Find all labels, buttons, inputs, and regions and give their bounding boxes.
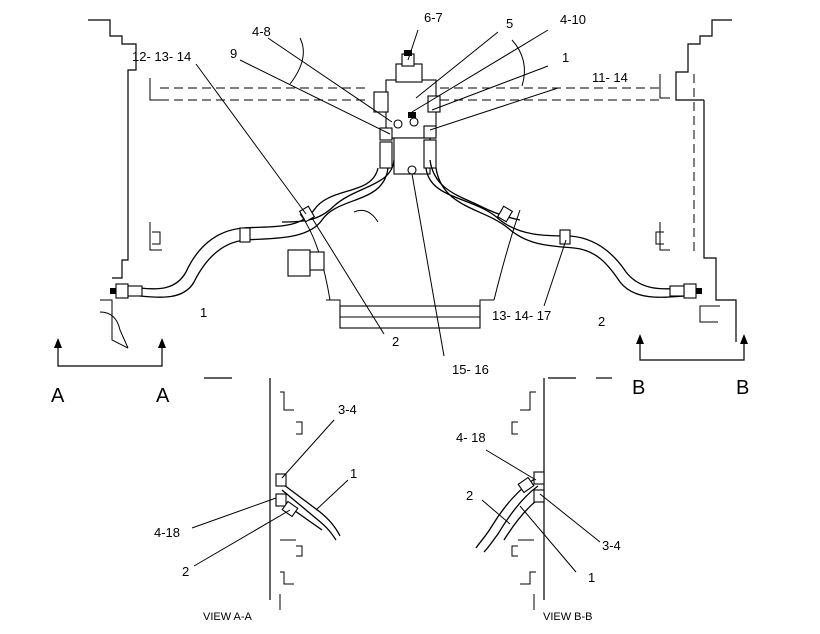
callout-1-view-a: 1 [350, 466, 357, 481]
callout-2-view-b: 2 [466, 488, 473, 503]
section-label-b-right: B [736, 377, 749, 399]
right-frame-outline [655, 19, 737, 342]
callout-6-7: 6-7 [424, 10, 443, 25]
leader-lines-main [195, 29, 567, 357]
view-b-b-drawing [475, 377, 612, 610]
left-hose-assembly [110, 159, 395, 299]
callout-2-right: 2 [598, 314, 605, 329]
callout-2-center: 2 [392, 334, 399, 349]
section-marker-a [54, 338, 166, 367]
valve-block [373, 50, 441, 175]
section-label-a-right: A [156, 385, 170, 407]
callout-3-4-view-a: 3-4 [338, 402, 357, 417]
cross-member [160, 37, 660, 101]
callout-3-4-view-b: 3-4 [602, 538, 621, 553]
callout-11-14: 11- 14 [592, 70, 628, 85]
callout-12-13-14: 12- 13- 14 [132, 49, 191, 64]
callout-4-18-view-b: 4- 18 [456, 430, 486, 445]
view-a-a-drawing [191, 377, 349, 610]
callout-4-10: 4-10 [560, 12, 586, 27]
section-label-b-left: B [632, 377, 645, 399]
view-b-b-caption: VIEW B-B [543, 611, 593, 623]
callout-9: 9 [230, 46, 237, 61]
callout-2-view-a: 2 [182, 564, 189, 579]
callout-1-left: 1 [200, 305, 207, 320]
callout-1-top: 1 [562, 50, 569, 65]
callout-15-16: 15- 16 [452, 362, 489, 377]
callout-4-8: 4-8 [252, 24, 271, 39]
right-hose-assembly [425, 159, 702, 299]
callout-4-18-view-a: 4-18 [154, 525, 180, 540]
lower-axle-bracket [287, 209, 521, 329]
callout-1-view-b: 1 [588, 570, 595, 585]
section-label-a-left: A [51, 385, 65, 407]
view-a-a-caption: VIEW A-A [203, 611, 253, 623]
callout-5: 5 [506, 16, 513, 31]
left-frame-outline [88, 19, 162, 349]
callout-13-14-17: 13- 14- 17 [492, 308, 551, 323]
section-marker-b [636, 334, 748, 361]
